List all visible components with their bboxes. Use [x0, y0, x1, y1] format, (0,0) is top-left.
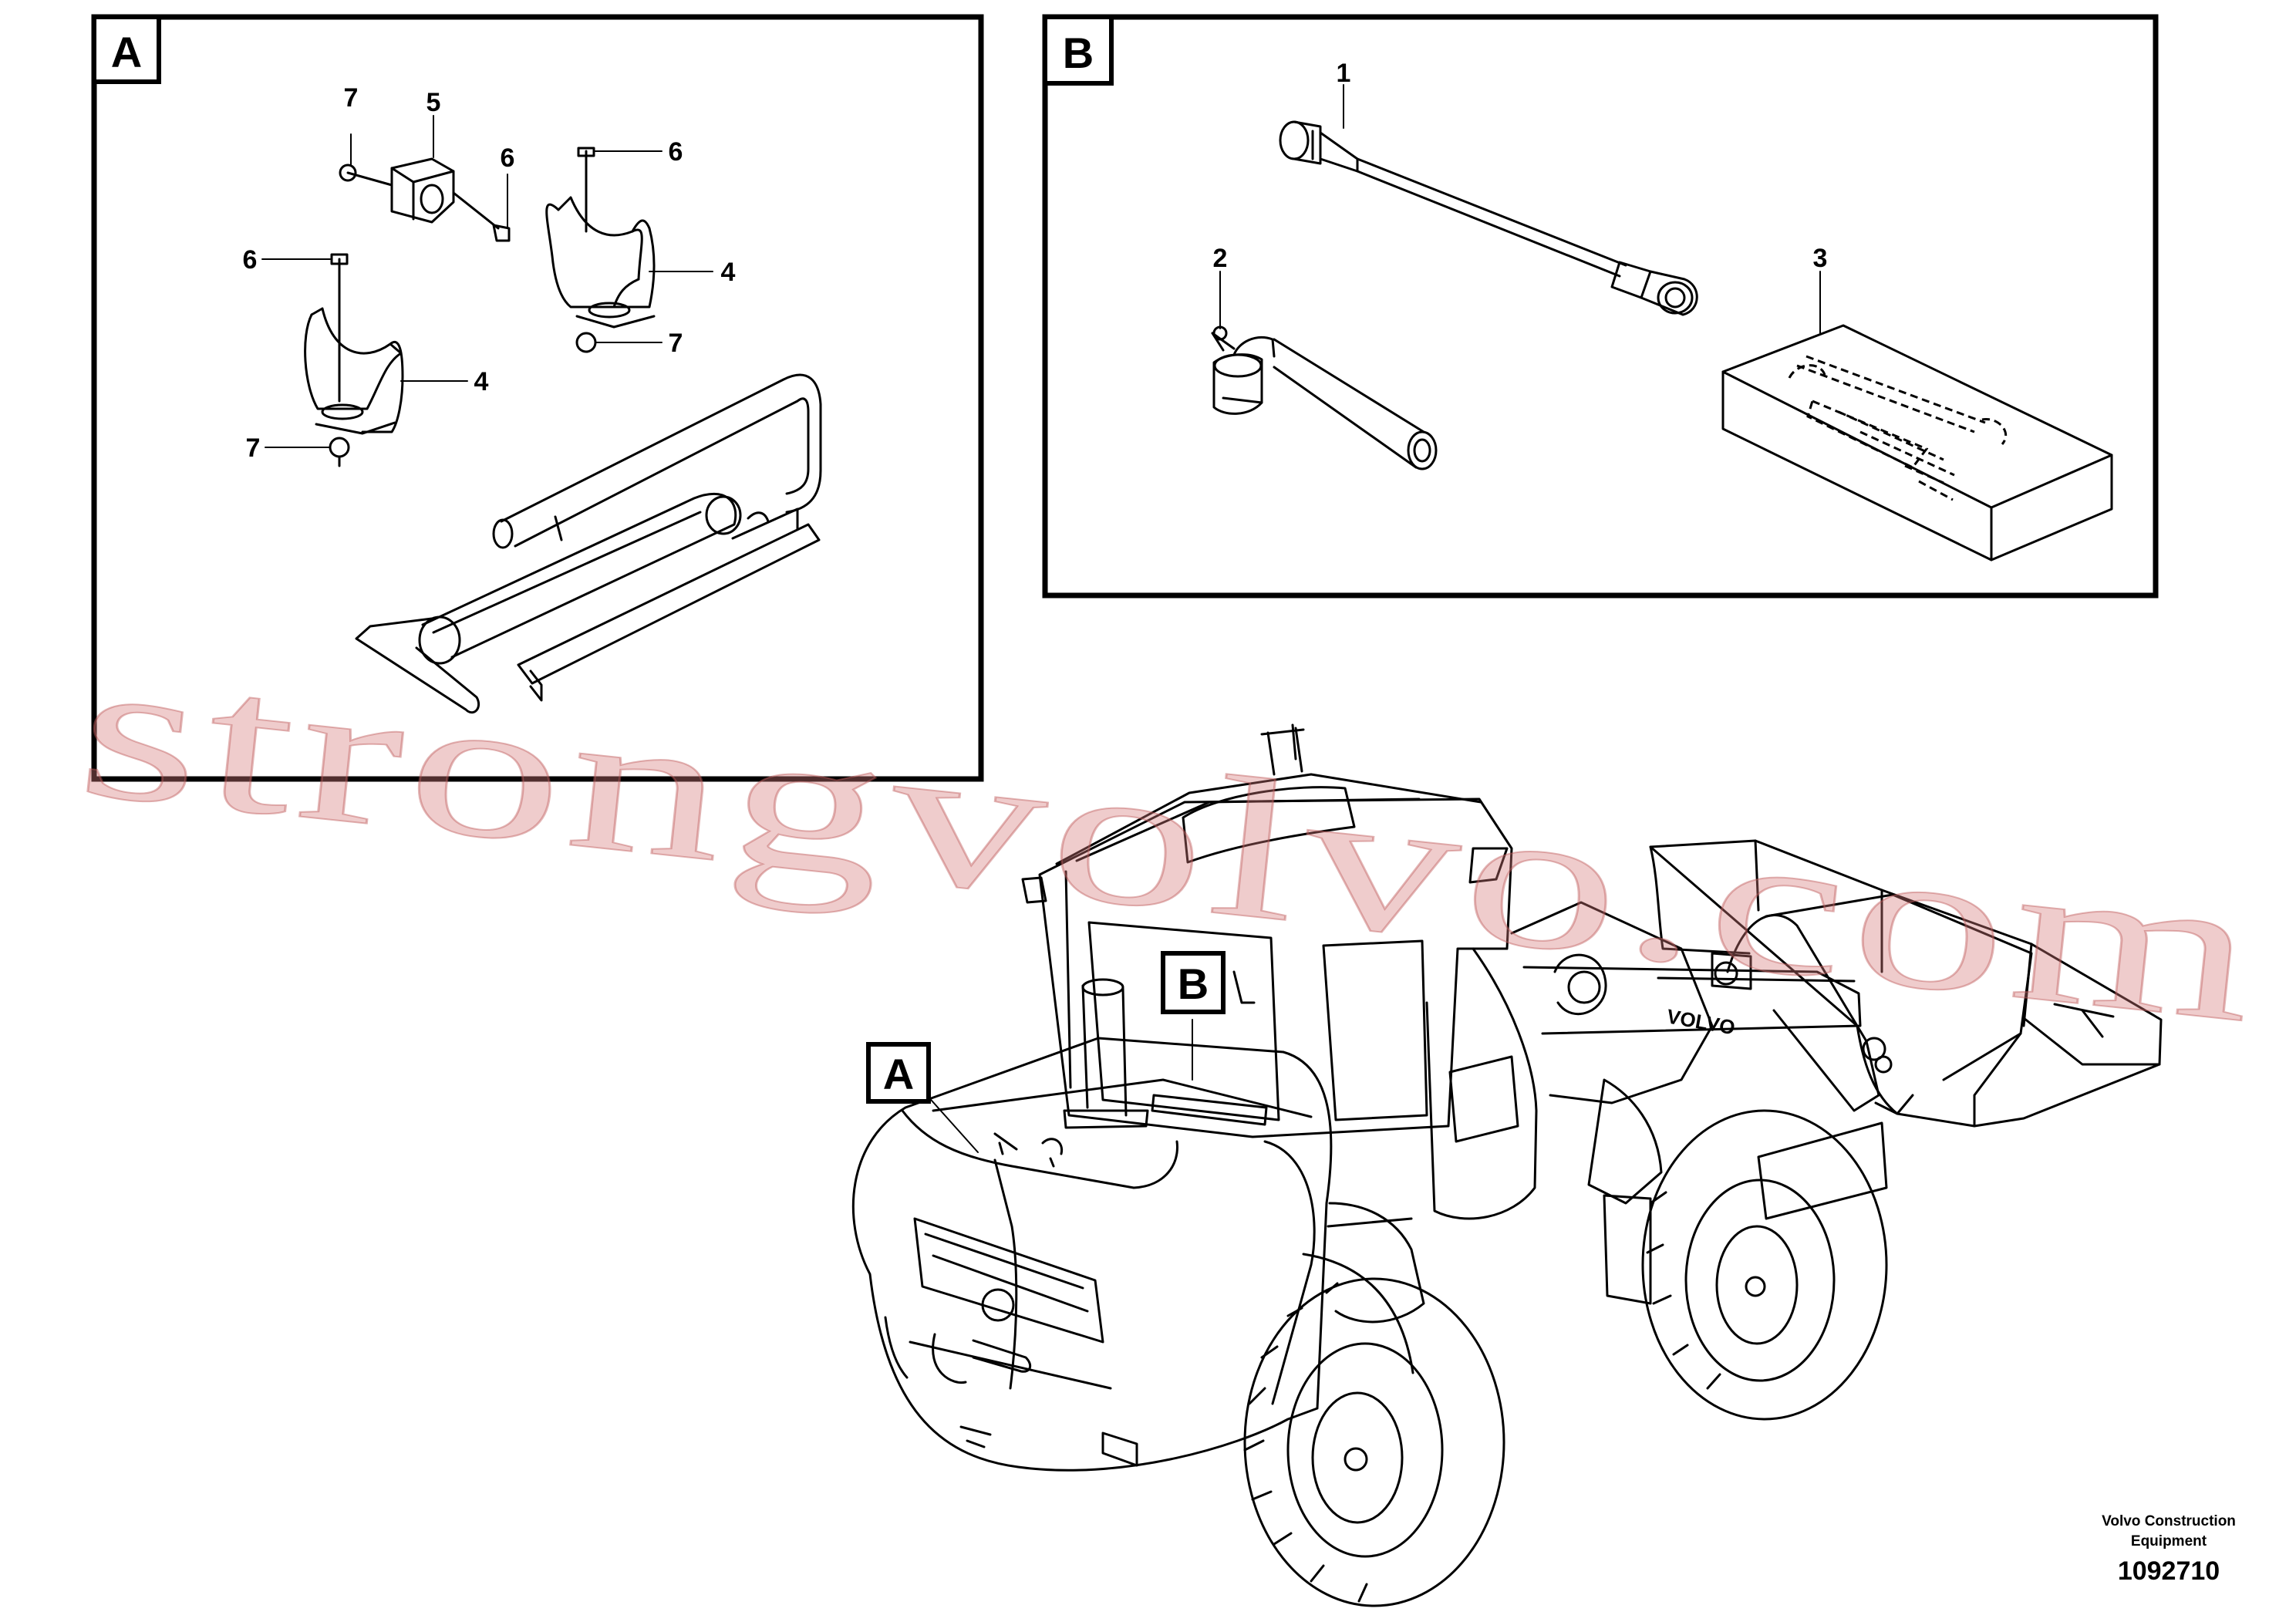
callout-b-2: 2	[1213, 244, 1228, 273]
clamp-5-drawing	[339, 157, 511, 242]
detail-a-frame	[91, 14, 984, 782]
clip-4-upper-drawing	[545, 147, 656, 353]
detail-b-tag-box	[1043, 15, 1114, 86]
tool-kit-3-drawing	[1721, 324, 2113, 561]
machine-tag-b-label: B	[1178, 959, 1209, 1008]
engine-hood	[851, 1037, 1333, 1472]
machine-tag-b: B	[1161, 951, 1226, 1014]
callout-a-6-left: 6	[243, 245, 258, 275]
machine-tag-a: A	[866, 1042, 931, 1104]
machine-tag-a-label: A	[883, 1050, 914, 1098]
bucket	[1649, 839, 2163, 1128]
detail-b-panel: B	[1042, 14, 2159, 599]
front-tire	[1641, 1109, 1888, 1421]
wrench-handle-2-drawing	[1211, 325, 1438, 470]
exhaust-pipe-drawing	[355, 373, 822, 714]
callout-a-5: 5	[426, 88, 441, 117]
title-block: Volvo Construction Equipment 1092710	[2102, 1513, 2236, 1586]
company-line-2: Equipment	[2131, 1533, 2207, 1549]
detail-b-callouts: 1 2 3	[1213, 59, 1828, 334]
pointer-a	[925, 1093, 979, 1153]
detail-a-tag: A	[111, 28, 142, 76]
callout-b-1: 1	[1337, 59, 1351, 88]
detail-a-tag-box	[92, 15, 161, 84]
callout-a-6-upper: 6	[669, 137, 683, 167]
rear-tire	[1243, 1277, 1505, 1607]
callout-a-7-right: 7	[669, 329, 683, 358]
drawing-number: 1092710	[2118, 1556, 2220, 1586]
callout-b-3: 3	[1813, 244, 1828, 273]
callout-a-6-right: 6	[501, 143, 515, 173]
detail-b-frame	[1042, 14, 2159, 599]
clip-4-lower-drawing	[304, 253, 404, 467]
wheel-loader-drawing: VOLVO	[851, 723, 2163, 1607]
callout-a-4-lower: 4	[474, 367, 489, 396]
detail-a-panel: A	[91, 14, 984, 782]
company-line-1: Volvo Construction	[2102, 1513, 2236, 1529]
callout-a-4-upper: 4	[721, 258, 736, 287]
socket-extension-1-drawing	[1279, 120, 1698, 316]
callout-a-7-top: 7	[344, 83, 359, 113]
detail-b-tag: B	[1063, 29, 1094, 77]
callout-a-7-bottom: 7	[246, 433, 261, 463]
detail-a-callouts: 7 5 6 6 6 4 7 4 7	[243, 83, 736, 463]
